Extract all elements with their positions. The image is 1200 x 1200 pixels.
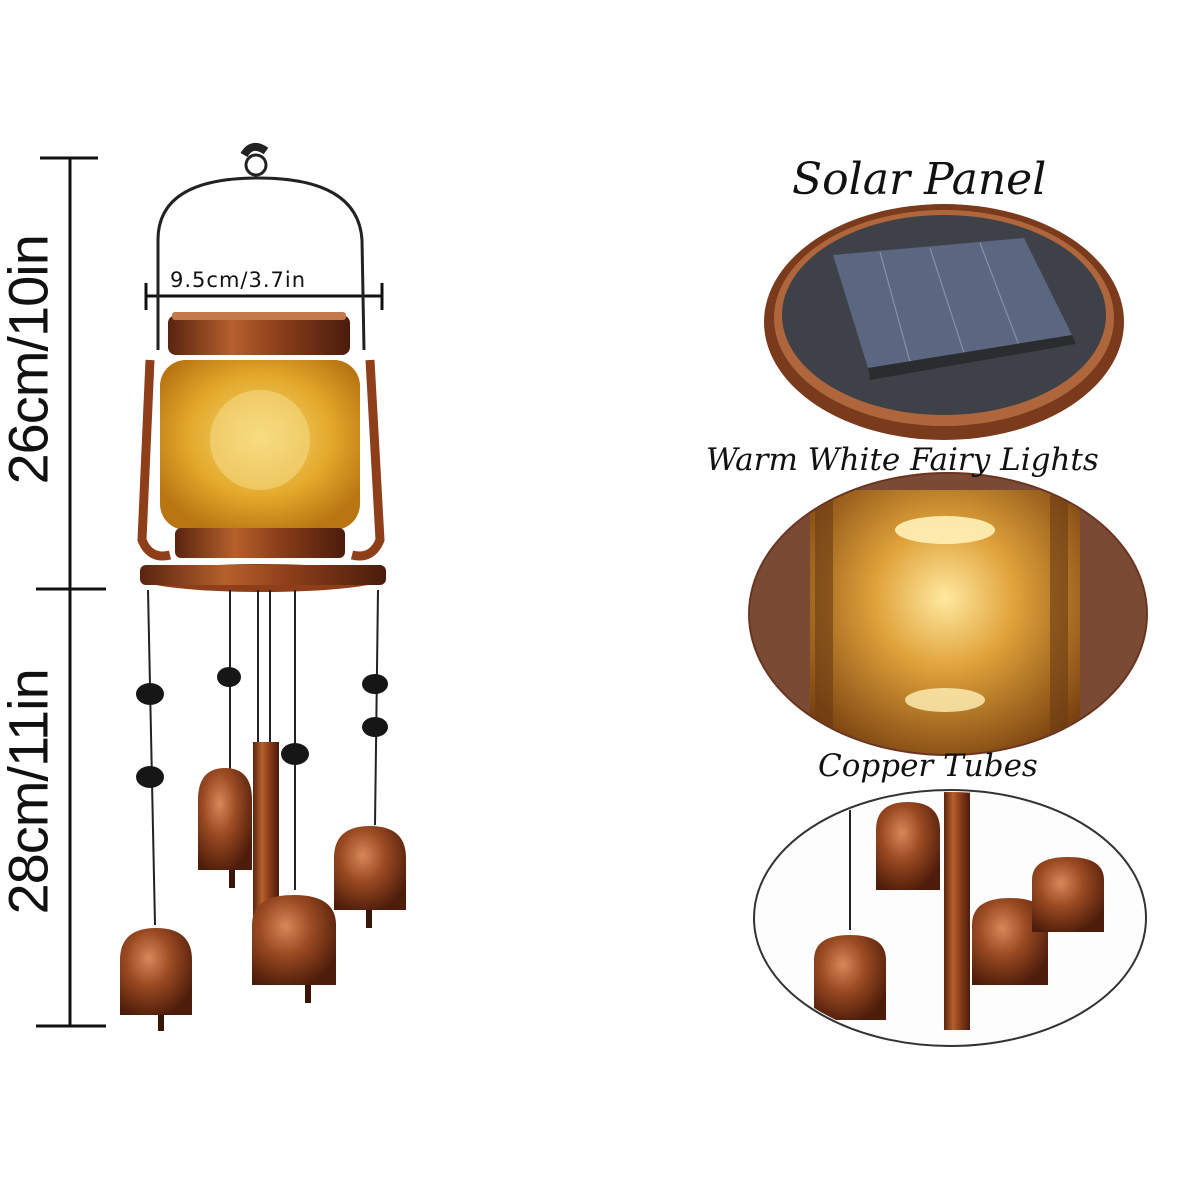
fairy-lights-caption: Warm White Fairy Lights [706,442,1099,478]
width-dimension-line [144,283,384,310]
copper-tubes-closeup [753,789,1147,1047]
chime-strings [147,589,379,926]
solar-panel-caption: Solar Panel [792,154,1047,205]
height-dimension-lines [36,156,106,1028]
solar-panel-closeup [764,204,1124,440]
chime-bells [120,768,406,1031]
height-bottom-label: 28cm/11in [0,669,60,915]
width-label: 9.5cm/3.7in [170,268,307,292]
height-top-label: 26cm/10in [0,235,60,485]
fairy-lights-closeup [748,472,1148,756]
lantern-handle [156,142,366,351]
copper-tubes-caption: Copper Tubes [818,748,1038,784]
lantern-body [137,312,386,592]
chime-beads [136,667,388,788]
